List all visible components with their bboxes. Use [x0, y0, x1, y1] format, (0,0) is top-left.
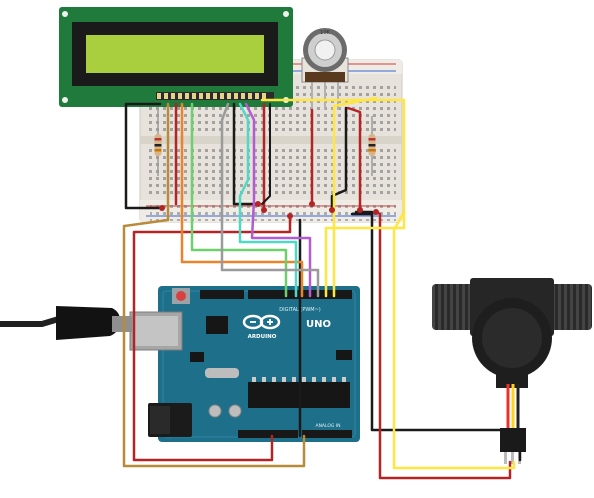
- digital-header: [200, 290, 352, 299]
- flow-sensor: [432, 278, 592, 464]
- wire-purple: [244, 102, 312, 298]
- wire-black-contrast: [261, 103, 271, 205]
- wire-red-5v: [132, 214, 292, 462]
- wire-yellow-lcd: [260, 98, 406, 298]
- wire-gray: [220, 102, 320, 298]
- wire-black-pot: [330, 106, 348, 212]
- wire-black-sensor: [354, 210, 522, 462]
- capacitors: [205, 368, 242, 418]
- resistor-right: [368, 116, 376, 176]
- power-jack: [148, 403, 192, 437]
- wire-orange: [180, 102, 304, 298]
- wire-yellow-sensor: [392, 210, 516, 470]
- usb-cable: [0, 306, 132, 340]
- potentiometer: 10K: [301, 28, 349, 110]
- wire-black-lcd-gnd: [124, 102, 164, 210]
- wire-teal: [238, 102, 298, 298]
- analog-in-label: ANALOG IN: [315, 423, 340, 429]
- pot-label: 10K: [320, 30, 330, 36]
- pin-ends: [159, 201, 379, 219]
- wire-black-lcd-rw: [232, 102, 260, 206]
- resistor-left: [154, 110, 162, 176]
- reset-button: [172, 288, 190, 304]
- small-chip: [190, 316, 352, 362]
- wire-green: [190, 102, 288, 298]
- power-header: [238, 430, 352, 438]
- lcd-header-pins: [156, 92, 274, 100]
- wires: [122, 96, 522, 480]
- wire-yellow-right: [332, 96, 378, 298]
- arduino-logo: [242, 314, 281, 330]
- arduino-uno: DIGITAL (PWM~) ARDUINO UNO: [129, 286, 360, 442]
- wire-red-right: [346, 106, 362, 212]
- wire-brown: [122, 102, 306, 468]
- arduino-model: UNO: [306, 319, 331, 330]
- usb-port: [129, 311, 183, 351]
- arduino-logo-text: ARDUINO: [248, 334, 277, 340]
- lcd-display: [59, 7, 293, 107]
